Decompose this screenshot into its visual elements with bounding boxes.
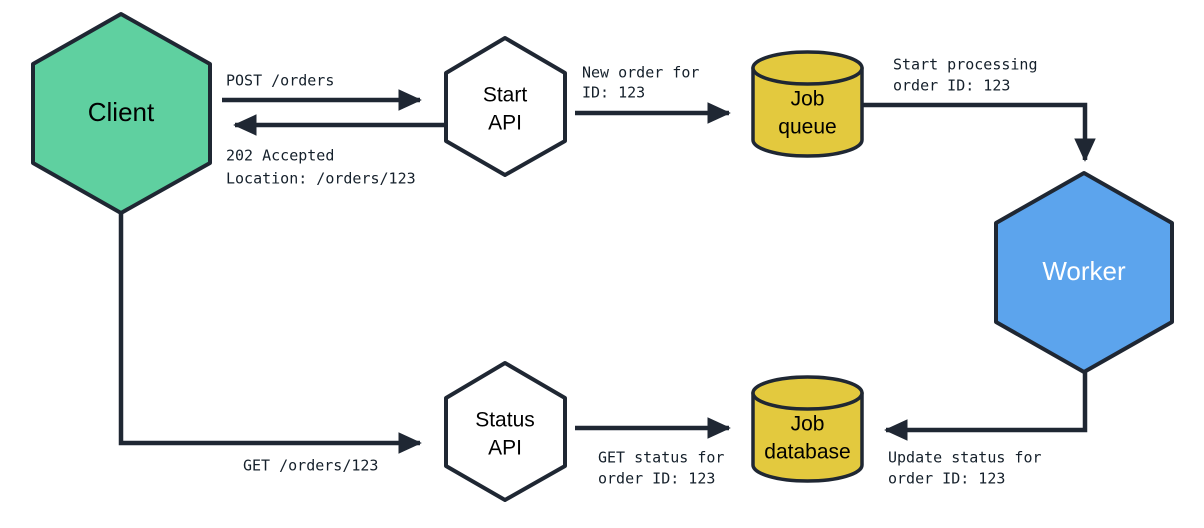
job-db-cylinder-top <box>751 375 864 411</box>
node-job-db[interactable]: Job database <box>751 375 864 483</box>
edge-update-status: Update status for order ID: 123 <box>884 372 1088 488</box>
start-api-hexagon-shape <box>444 36 567 177</box>
status-api-label-line1: Status <box>475 409 535 432</box>
worker-hexagon-shape <box>994 171 1174 374</box>
edge-new-order-label-line1: New order for <box>582 64 699 82</box>
edge-202-accepted-label-line1: 202 Accepted <box>226 147 334 165</box>
edge-get-status-label-line2: order ID: 123 <box>598 470 715 488</box>
edge-start-processing-line <box>862 102 1096 162</box>
edge-202-accepted: 202 Accepted Location: /orders/123 <box>226 114 446 188</box>
node-status-api[interactable]: Status API <box>444 361 567 502</box>
edge-get-orders: GET /orders/123 <box>118 213 422 475</box>
edge-get-status-label-line1: GET status for <box>598 449 724 467</box>
edge-new-order-label-line2: ID: 123 <box>582 84 645 102</box>
status-api-label-line2: API <box>488 437 522 460</box>
worker-label: Worker <box>1042 256 1126 286</box>
client-label: Client <box>88 97 155 127</box>
client-hexagon-shape <box>31 12 212 215</box>
edge-start-processing: Start processing order ID: 123 <box>862 56 1096 162</box>
edge-start-processing-label-line1: Start processing <box>893 56 1038 74</box>
job-queue-label-line2: queue <box>778 116 836 139</box>
job-queue-cylinder-top <box>751 50 864 86</box>
status-api-hexagon-shape <box>444 361 567 502</box>
edge-get-orders-line <box>118 213 422 454</box>
job-db-cylinder-body <box>751 391 864 483</box>
job-db-label-line1: Job <box>791 413 825 436</box>
edge-new-order: New order for ID: 123 <box>575 64 731 124</box>
edge-get-orders-label-line1: GET /orders/123 <box>243 457 378 475</box>
edge-post-orders-label-line1: POST /orders <box>226 72 334 90</box>
node-worker[interactable]: Worker <box>994 171 1174 374</box>
edge-start-processing-label-line2: order ID: 123 <box>893 77 1010 95</box>
job-db-label-line2: database <box>764 441 850 464</box>
job-queue-label-line1: Job <box>791 88 825 111</box>
edge-202-accepted-label-line2: Location: /orders/123 <box>226 170 416 188</box>
start-api-label-line1: Start <box>483 84 528 107</box>
job-queue-cylinder-body <box>751 66 864 158</box>
edge-post-orders: POST /orders <box>222 72 422 111</box>
node-job-queue[interactable]: Job queue <box>751 50 864 158</box>
edge-update-status-line <box>884 372 1088 441</box>
node-start-api[interactable]: Start API <box>444 36 567 177</box>
edge-get-status: GET status for order ID: 123 <box>575 417 731 488</box>
start-api-label-line2: API <box>488 112 522 135</box>
node-client[interactable]: Client <box>31 12 212 215</box>
edge-update-status-label-line2: order ID: 123 <box>888 470 1005 488</box>
edge-update-status-label-line1: Update status for <box>888 449 1042 467</box>
